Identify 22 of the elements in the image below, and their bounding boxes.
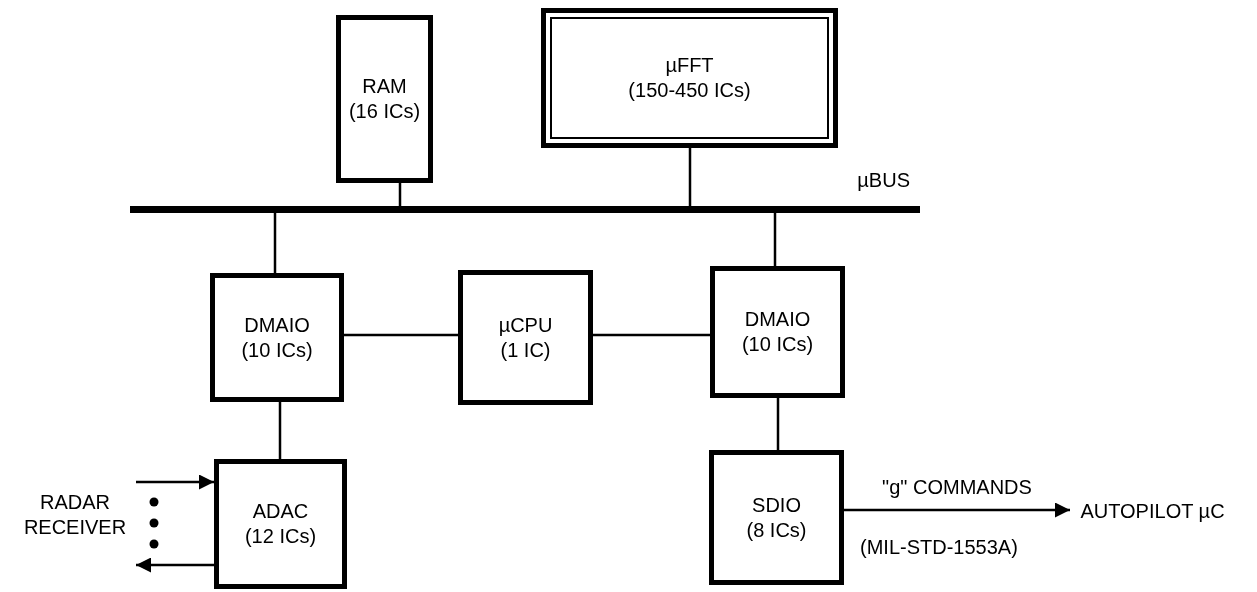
block-box: µCPU (1 IC) [458, 270, 593, 405]
block-box: SDIO (8 ICs) [709, 450, 844, 585]
bus-label: µBUS [857, 168, 910, 193]
destination-label: AUTOPILOT µC [1070, 478, 1235, 544]
connector-line [398, 183, 402, 206]
block-box: µFFT (150-450 ICs) [541, 8, 838, 148]
arrow [136, 474, 214, 490]
source-label: RADAR RECEIVER [14, 486, 136, 544]
connector-line [593, 333, 710, 337]
arrow [136, 557, 214, 573]
connector-line [776, 398, 780, 450]
block-box: DMAIO (10 ICs) [210, 273, 344, 402]
arrow [844, 502, 1070, 518]
connector-line [344, 333, 458, 337]
connector-line [773, 213, 777, 266]
block-box: DMAIO (10 ICs) [710, 266, 845, 398]
block-box: ADAC (12 ICs) [214, 459, 347, 589]
connector-line [273, 213, 277, 273]
connector-line [278, 402, 282, 459]
block-box: RAM (16 ICs) [336, 15, 433, 183]
connector-line [688, 148, 692, 206]
protocol-label: (MIL-STD-1553A) [860, 535, 1018, 560]
